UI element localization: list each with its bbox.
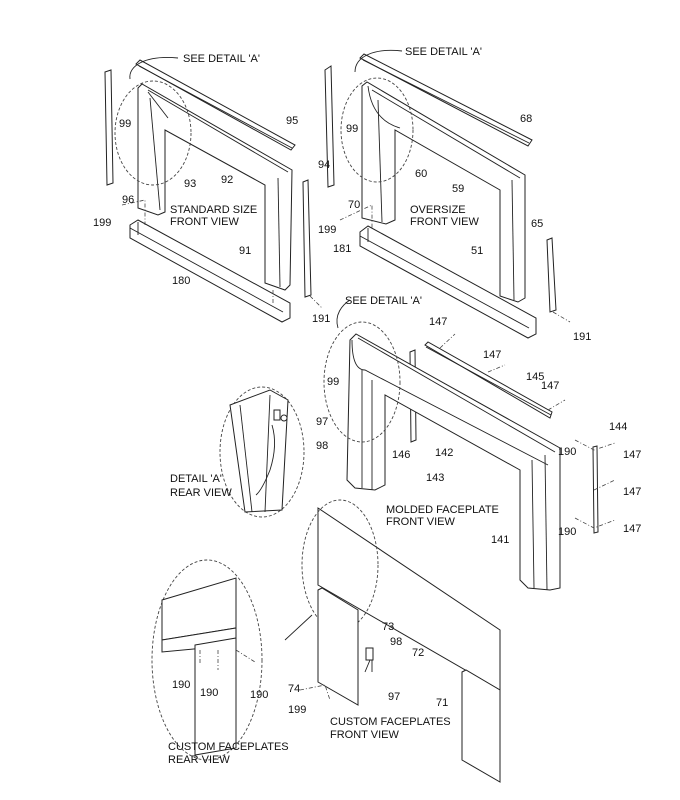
part-number: 91	[239, 245, 251, 257]
part-number: 147	[623, 486, 641, 498]
part-number: 199	[93, 217, 111, 229]
part-number: 199	[318, 224, 336, 236]
standard-size-caption: FRONT VIEW	[170, 216, 239, 228]
custom-rear-caption: CUSTOM FACEPLATES	[168, 741, 289, 753]
part-number: 74	[288, 683, 300, 695]
see-detail-a-label: SEE DETAIL 'A'	[183, 53, 260, 65]
part-number: 191	[312, 313, 330, 325]
molded-faceplate-assembly	[323, 299, 616, 591]
custom-faceplates-rear	[151, 559, 313, 761]
part-number: 146	[392, 449, 410, 461]
part-number: 98	[390, 636, 402, 648]
molded-faceplate-caption: FRONT VIEW	[386, 516, 455, 528]
part-number: 98	[316, 440, 328, 452]
part-number: 96	[122, 194, 134, 206]
part-number: 71	[436, 697, 448, 709]
part-number: 70	[348, 199, 360, 211]
part-number: 191	[573, 331, 591, 343]
part-number: 141	[491, 534, 509, 546]
part-number: 68	[520, 113, 532, 125]
part-number: 147	[541, 380, 559, 392]
part-number: 190	[250, 689, 268, 701]
part-number: 99	[346, 123, 358, 135]
part-number: 145	[526, 371, 544, 383]
part-numbers: 95 99 93 92 96 199 91 180 94 191 68 99 6…	[93, 113, 641, 716]
part-number: 97	[316, 416, 328, 428]
oversize-caption: FRONT VIEW	[410, 216, 479, 228]
part-number: 190	[558, 446, 576, 458]
part-number: 99	[327, 376, 339, 388]
part-number: 73	[382, 621, 394, 633]
part-number: 181	[333, 243, 351, 255]
molded-faceplate-caption: MOLDED FACEPLATE	[386, 504, 499, 516]
part-number: 190	[558, 526, 576, 538]
oversize-caption: OVERSIZE	[410, 204, 466, 216]
part-number: 93	[184, 178, 196, 190]
part-number: 60	[415, 168, 427, 180]
part-number: 92	[221, 174, 233, 186]
oversize-assembly	[324, 49, 571, 339]
part-number: 147	[623, 523, 641, 535]
detail-a-caption: REAR VIEW	[170, 487, 232, 499]
part-number: 94	[318, 159, 330, 171]
custom-faceplates-front	[299, 499, 501, 783]
part-number: 190	[172, 679, 190, 691]
part-number: 51	[471, 245, 483, 257]
part-number: 147	[429, 316, 447, 328]
part-number: 190	[200, 687, 218, 699]
part-number: 199	[288, 704, 306, 716]
detail-a-rear-view	[219, 386, 305, 518]
part-number: 65	[531, 218, 543, 230]
custom-front-caption: FRONT VIEW	[330, 729, 399, 741]
part-number: 147	[623, 449, 641, 461]
see-detail-a-label: SEE DETAIL 'A'	[405, 46, 482, 58]
custom-front-caption: CUSTOM FACEPLATES	[330, 716, 451, 728]
custom-rear-caption: REAR VIEW	[168, 754, 230, 766]
part-number: 147	[483, 349, 501, 361]
standard-size-assembly	[104, 57, 323, 323]
part-number: 144	[609, 421, 627, 433]
see-detail-a-label: SEE DETAIL 'A'	[345, 295, 422, 307]
detail-a-caption: DETAIL 'A'	[170, 473, 222, 485]
part-number: 72	[412, 647, 424, 659]
part-number: 95	[286, 115, 298, 127]
part-number: 97	[388, 691, 400, 703]
part-number: 99	[119, 118, 131, 130]
part-number: 142	[435, 447, 453, 459]
part-number: 143	[426, 472, 444, 484]
captions: SEE DETAIL 'A' SEE DETAIL 'A' SEE DETAIL…	[168, 46, 499, 766]
standard-size-caption: STANDARD SIZE	[170, 204, 257, 216]
part-number: 59	[452, 183, 464, 195]
part-number: 180	[172, 275, 190, 287]
